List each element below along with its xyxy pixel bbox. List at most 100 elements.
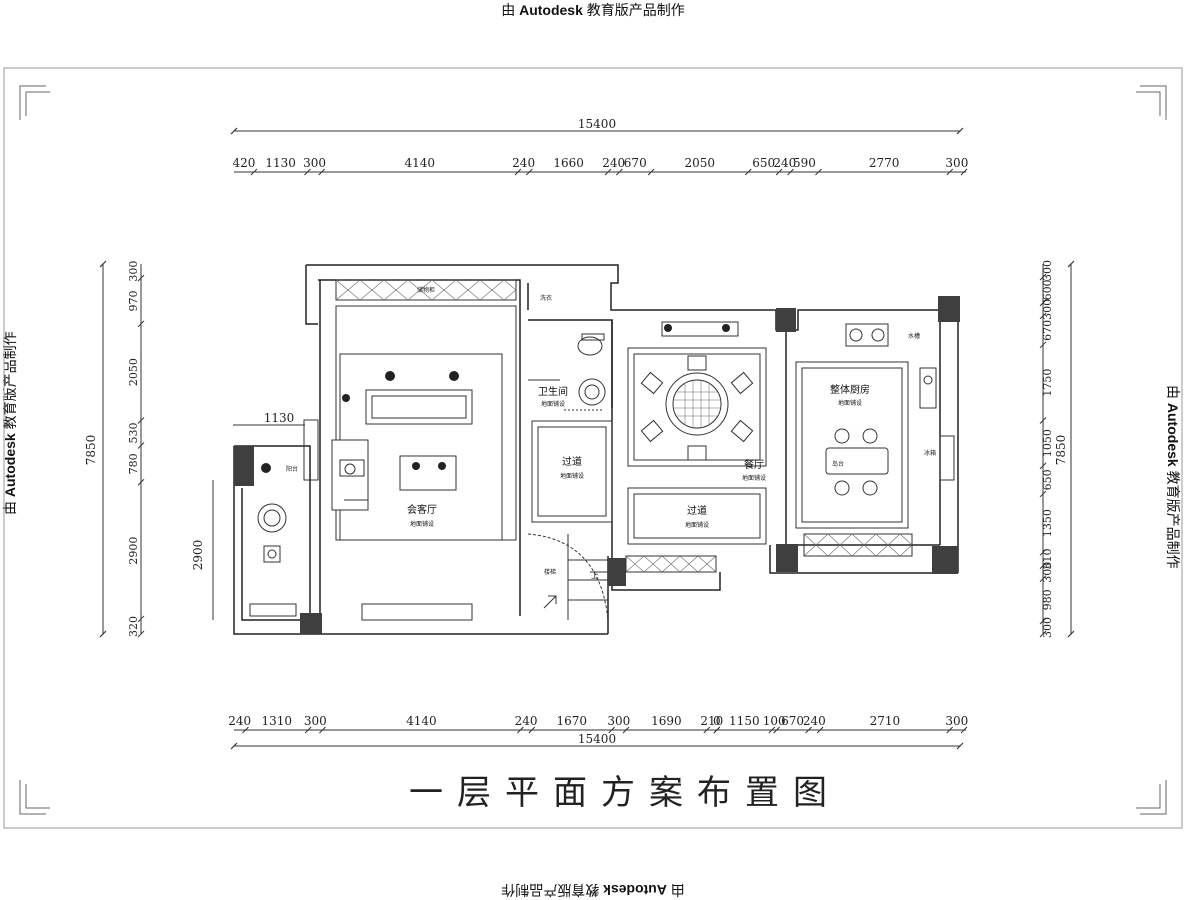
note-stair: 楼梯 [544, 568, 556, 576]
right-seg-value: 300 [1041, 617, 1054, 638]
left-seg-tick [137, 615, 145, 623]
right-seg-value: 650 [1041, 469, 1054, 490]
bottom-seg-tick [517, 726, 524, 734]
right-seg-tick [1039, 312, 1047, 320]
left-seg-value: 970 [127, 291, 140, 312]
top-seg-value: 300 [303, 156, 326, 170]
bottom-seg-tick [242, 726, 249, 734]
dim-right-total: 7850 [1054, 435, 1068, 466]
top-seg-value: 2050 [684, 156, 715, 170]
right-seg-tick [1039, 299, 1047, 307]
bottom-seg-tick [946, 726, 954, 734]
top-seg-tick [815, 168, 822, 176]
top-seg-tick [787, 168, 794, 176]
top-seg-tick [946, 168, 954, 176]
note-living: 地面铺设 [410, 520, 434, 528]
dimension-text: 15400 15400 2900 1130 7850 7850 [84, 117, 1068, 746]
dining-table [640, 321, 754, 461]
left-seg-value: 530 [127, 422, 140, 443]
room-bathroom: 卫生间 [538, 385, 568, 398]
dimension-ticks [99, 127, 1075, 750]
top-seg-value: 240 [512, 156, 535, 170]
note-fridge: 冰箱 [924, 449, 936, 457]
bottom-seg-value: 300 [945, 714, 968, 728]
dimension-lines [102, 130, 1072, 747]
right-seg-tick [1039, 490, 1047, 498]
right-seg-tick [1039, 462, 1047, 470]
left-seg-tick [137, 478, 145, 486]
bottom-seg-value: 240 [515, 714, 538, 728]
left-seg-value: 320 [127, 616, 140, 637]
bottom-seg-value: 4140 [406, 714, 437, 728]
top-seg-value: 1130 [265, 156, 296, 170]
walls [233, 264, 959, 635]
dim-top-total: 15400 [578, 117, 616, 131]
room-outlines [249, 279, 913, 621]
bottom-seg-tick [816, 726, 824, 734]
note-kitchen: 地面铺设 [838, 399, 862, 407]
top-seg-tick [960, 168, 968, 176]
dim-bottom-total: 15400 [578, 732, 616, 746]
top-seg-value: 300 [945, 156, 968, 170]
note-dining: 地面铺设 [742, 474, 766, 482]
right-seg-tick [1039, 562, 1047, 570]
top-seg-value: 420 [233, 156, 256, 170]
top-seg-tick [514, 168, 522, 176]
plan-title: 一层平面方案布置图 [409, 773, 841, 813]
left-seg-tick [137, 417, 145, 424]
right-seg-value: 670 [1041, 320, 1054, 341]
room-corridor-2: 过道 [687, 504, 707, 517]
right-seg-tick [1039, 273, 1047, 281]
bottom-seg-value: 2710 [870, 714, 901, 728]
room-corridor-1: 过道 [562, 455, 582, 468]
room-dining: 餐厅 [744, 458, 764, 471]
note-washer: 洗衣 [540, 294, 552, 302]
top-seg-tick [775, 168, 783, 176]
right-seg-tick [1039, 341, 1047, 349]
left-seg-value: 2050 [127, 358, 140, 386]
top-seg-value: 240 [602, 156, 625, 170]
bottom-seg-value: 670 [781, 714, 804, 728]
right-seg-value: 1750 [1041, 369, 1054, 397]
kitchen-fixtures [825, 323, 955, 496]
right-seg-value: 600 [1041, 279, 1054, 300]
bottom-seg-value: 1690 [651, 714, 682, 728]
plant-symbols [261, 324, 730, 473]
left-seg-tick [137, 320, 145, 328]
bottom-seg-value: 1310 [262, 714, 293, 728]
right-seg-value: 1050 [1041, 429, 1054, 457]
left-seg-value: 300 [127, 261, 140, 282]
top-seg-tick [525, 168, 533, 176]
left-seg-tick [137, 630, 145, 638]
top-seg-value: 4140 [405, 156, 436, 170]
cabinet-hatch [335, 279, 913, 573]
watermark-top: 由 Autodesk 教育版产品制作 [501, 2, 685, 18]
bottom-seg-value: 300 [607, 714, 630, 728]
top-seg-tick [250, 168, 258, 176]
right-seg-value: 300 [1041, 562, 1054, 583]
top-seg-value: 590 [793, 156, 816, 170]
right-seg-tick [1039, 630, 1047, 638]
right-seg-value: 300 [1041, 299, 1054, 320]
top-seg-tick [744, 168, 752, 176]
bottom-seg-value: 1670 [556, 714, 587, 728]
top-seg-value: 2770 [869, 156, 900, 170]
left-seg-tick [137, 442, 145, 449]
note-bathroom: 地面铺设 [541, 400, 565, 408]
right-seg-value: 1350 [1041, 509, 1054, 537]
fixture-notes: 楼梯 上 储物柜 洗衣 阳台 冰箱 岛台 水槽 [286, 286, 936, 580]
bottom-seg-value: 240 [228, 714, 251, 728]
bathroom-fixtures [528, 333, 606, 411]
note-island: 岛台 [832, 460, 844, 468]
top-seg-tick [318, 168, 326, 176]
right-seg-tick [1039, 548, 1047, 556]
room-kitchen: 整体厨房 [830, 383, 870, 396]
bottom-seg-value: 300 [304, 714, 327, 728]
bottom-seg-value: 1150 [729, 714, 760, 728]
top-seg-value: 240 [773, 156, 796, 170]
structural-columns [234, 296, 960, 634]
